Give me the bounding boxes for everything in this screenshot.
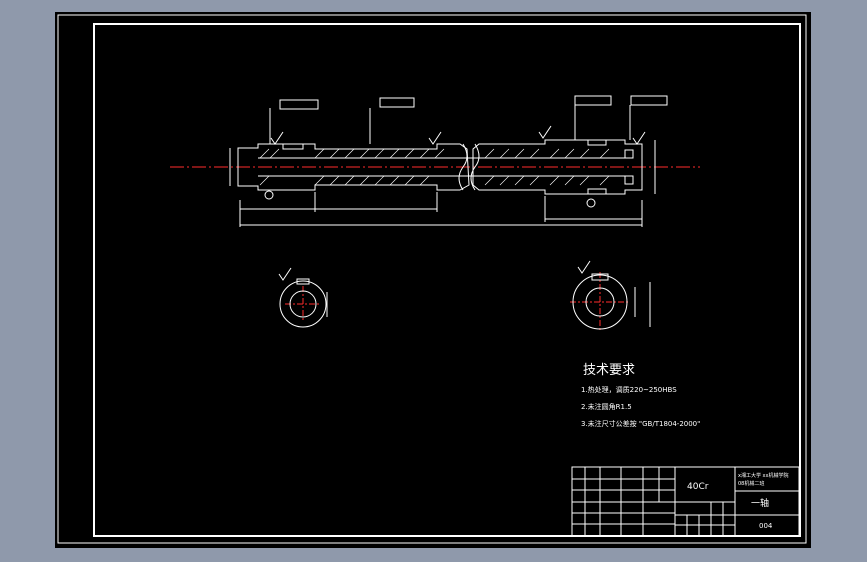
keyway-right-bottom xyxy=(587,188,607,195)
keyway-left-top xyxy=(282,143,304,150)
shaft-left-outline xyxy=(237,143,470,191)
gdt-frame-3 xyxy=(574,95,612,106)
roughness-symbol-2 xyxy=(538,125,552,139)
section-view-1 xyxy=(278,267,328,328)
gdt-frame-1 xyxy=(279,99,319,110)
section-1-bore xyxy=(289,290,317,318)
shaft-drawing: 技术要求 1.热处理，调质220~250HBS 2.未注圆角R1.5 3.未注尺… xyxy=(57,14,807,544)
tech-requirements: 技术要求 1.热处理，调质220~250HBS 2.未注圆角R1.5 3.未注尺… xyxy=(581,363,700,428)
tech-item-3: 3.未注尺寸公差按 "GB/T1804-2000" xyxy=(581,419,700,428)
section-1-roughness xyxy=(278,267,292,281)
roughness-symbol-4 xyxy=(632,131,646,145)
tech-item-1: 1.热处理，调质220~250HBS xyxy=(581,385,677,394)
drawing-number: 004 xyxy=(759,522,773,530)
keyway-right-top xyxy=(587,139,607,146)
shaft-right-outline xyxy=(472,139,643,195)
section-1-outer-circle xyxy=(279,280,327,328)
end-bore-top xyxy=(624,149,634,159)
section-2-bore xyxy=(585,287,615,317)
section-2-roughness xyxy=(577,260,591,274)
material-label: 40Cr xyxy=(687,482,709,492)
datum-a-marker xyxy=(264,190,274,200)
section-2-outer-circle xyxy=(572,274,628,330)
tech-title: 技术要求 xyxy=(583,363,635,378)
end-bore-bottom xyxy=(624,175,634,185)
datum-b-marker xyxy=(586,198,596,208)
section-hatching xyxy=(259,148,610,186)
shaft-main-view xyxy=(170,95,700,227)
school-line-2: 08机械二班 xyxy=(738,480,764,487)
roughness-symbol-1 xyxy=(428,131,442,145)
tech-item-2: 2.未注圆角R1.5 xyxy=(581,402,632,411)
section-1-keyway xyxy=(296,278,310,285)
roughness-symbol-3 xyxy=(270,131,284,145)
break-line-right xyxy=(470,143,480,191)
section-2-keyway xyxy=(591,273,609,281)
school-line-1: x湘工大学 xx机械学院 xyxy=(738,472,788,479)
part-name: 一轴 xyxy=(751,497,769,509)
break-line-left xyxy=(458,143,468,191)
section-view-2 xyxy=(570,260,651,332)
gdt-frame-2 xyxy=(379,97,415,108)
gdt-frame-4 xyxy=(630,95,668,106)
title-block: 40Cr x湘工大学 xx机械学院 08机械二班 一轴 004 xyxy=(571,466,800,537)
cad-viewport: 技术要求 1.热处理，调质220~250HBS 2.未注圆角R1.5 3.未注尺… xyxy=(55,12,811,548)
inner-frame xyxy=(93,23,801,537)
outer-frame xyxy=(57,14,807,544)
